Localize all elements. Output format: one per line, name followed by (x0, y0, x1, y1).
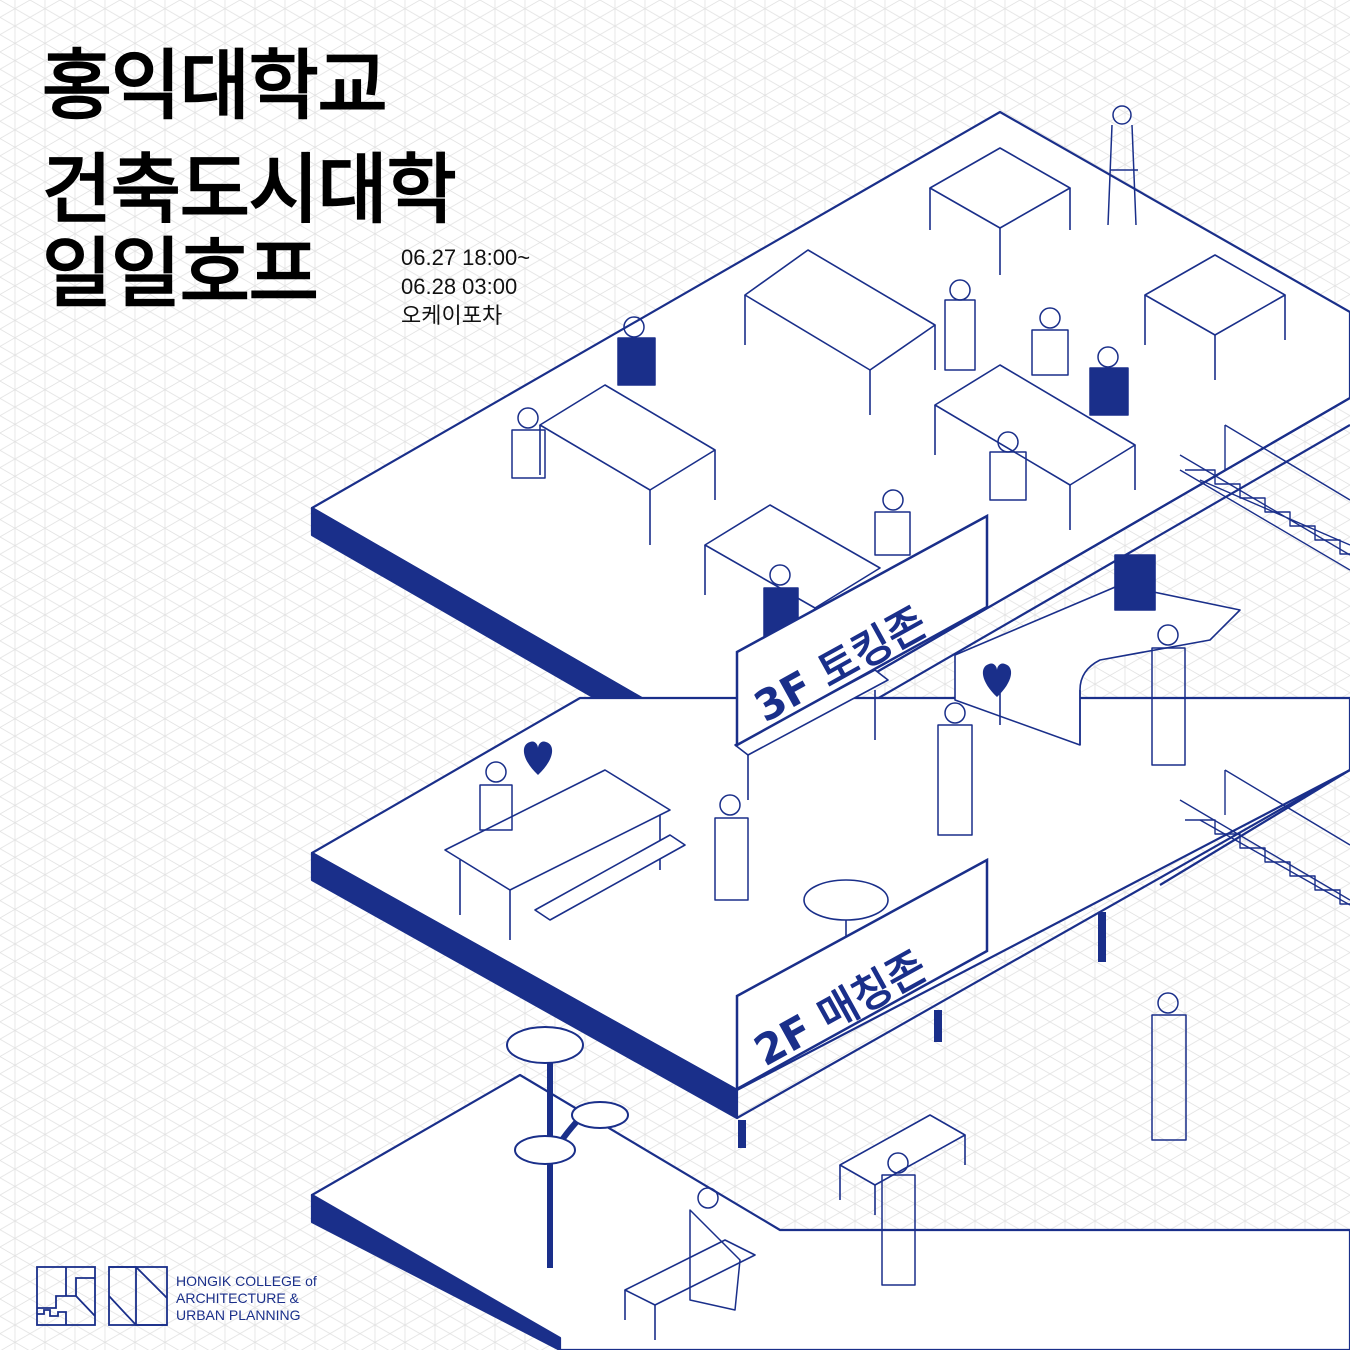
org-name-line-1: HONGIK COLLEGE of (176, 1273, 317, 1289)
people-1f (689, 992, 1187, 1311)
people-2f (479, 624, 1186, 901)
table-2f-a (444, 769, 686, 940)
tree (506, 1026, 629, 1268)
title-line-2: 건축도시대학 (42, 145, 457, 234)
event-date-end: 06.28 03:00 (401, 274, 518, 299)
heart-icon (523, 741, 553, 775)
stairs-upper (1179, 424, 1350, 571)
org-name-line-3: URBAN PLANNING (176, 1307, 301, 1323)
table-3f-c (1144, 254, 1286, 380)
table-3f-d (539, 384, 716, 545)
org-name-line-2: ARCHITECTURE & (176, 1290, 299, 1306)
table-3f-a (929, 147, 1071, 275)
heart-icon (982, 663, 1012, 697)
title-line-1: 홍익대학교 (42, 41, 388, 130)
event-venue: 오케이포차 (401, 303, 503, 328)
event-date-start: 06.27 18:00~ (401, 245, 531, 270)
college-logo-mark (36, 1266, 168, 1326)
title-line-3: 일일호프 (42, 229, 319, 318)
table-3f-e (934, 364, 1136, 530)
stairs-lower (1179, 769, 1350, 906)
floor-1-slab (310, 1073, 1350, 1350)
table-3f-b (744, 249, 936, 415)
bench-1f-a (839, 1114, 966, 1215)
